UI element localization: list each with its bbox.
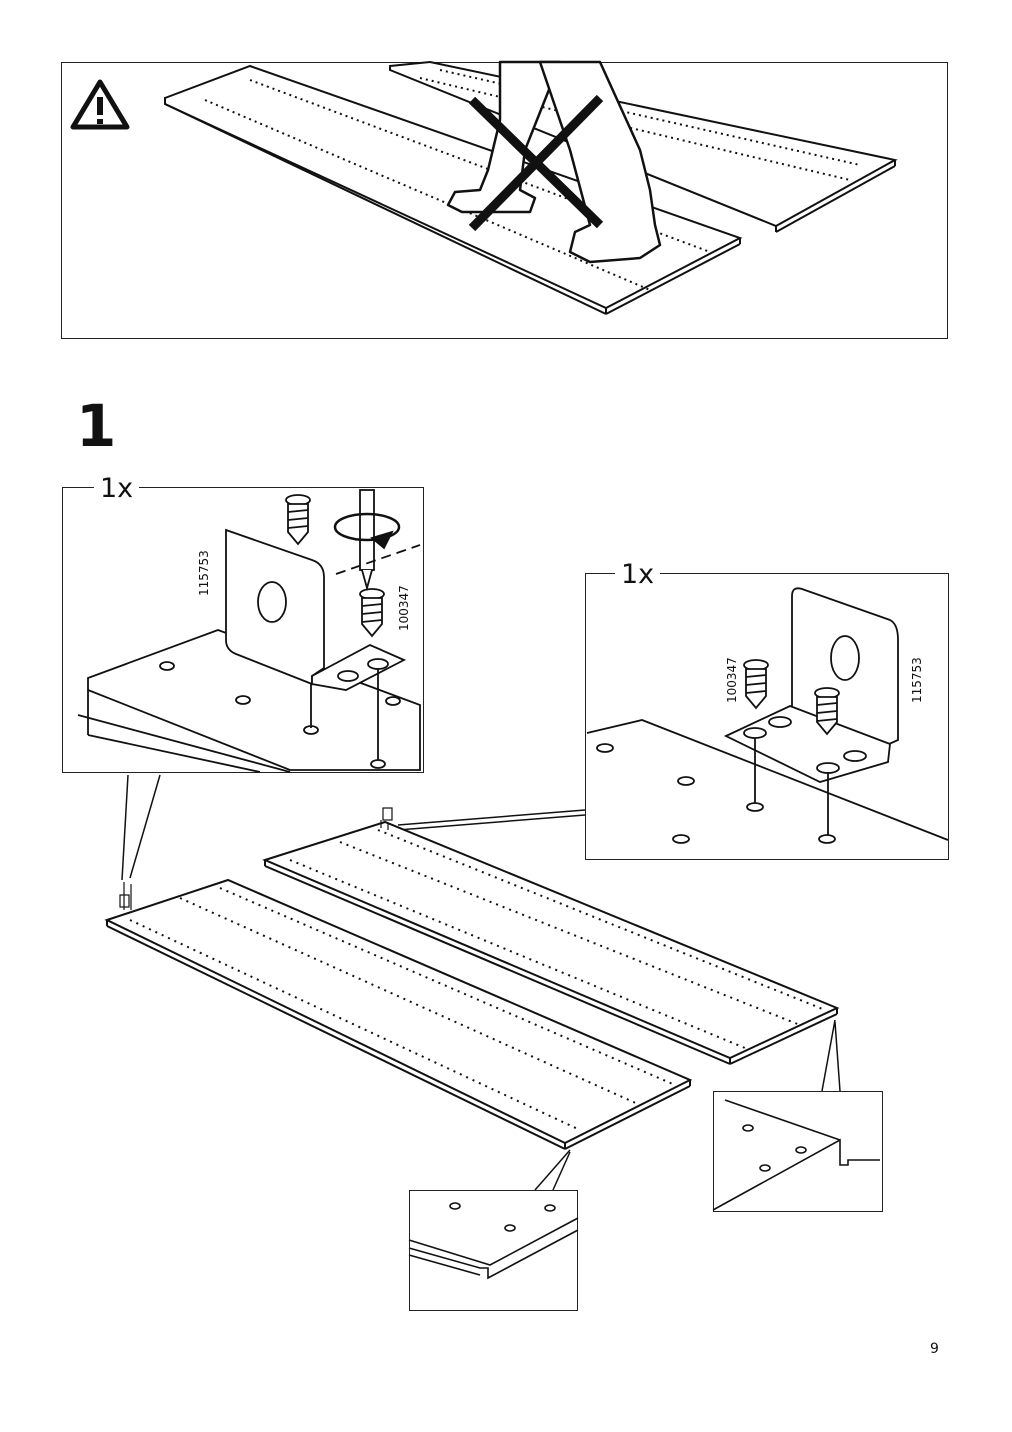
left-callout-drawing xyxy=(77,489,421,773)
callout-right-quantity: 1x xyxy=(615,561,661,588)
callout-left-quantity: 1x xyxy=(94,475,140,502)
screw-icon xyxy=(359,588,385,638)
screw-icon xyxy=(285,494,311,546)
shelf-panel-left xyxy=(104,878,693,1150)
screw-icon xyxy=(814,687,840,736)
detail-left-drawing xyxy=(408,1202,579,1280)
screwdriver-icon xyxy=(333,489,401,592)
small-bracket-icon xyxy=(119,807,393,910)
detail-right-drawing xyxy=(712,1099,880,1211)
shelf-panel-right xyxy=(262,820,840,1065)
prohibited-x-mark xyxy=(468,94,604,232)
right-callout-drawing xyxy=(586,587,949,844)
warning-triangle-icon xyxy=(70,79,130,130)
page-number: 9 xyxy=(930,1341,939,1357)
callout-pointers xyxy=(121,774,841,1191)
step-number: 1 xyxy=(76,392,117,460)
screw-icon xyxy=(743,659,769,710)
